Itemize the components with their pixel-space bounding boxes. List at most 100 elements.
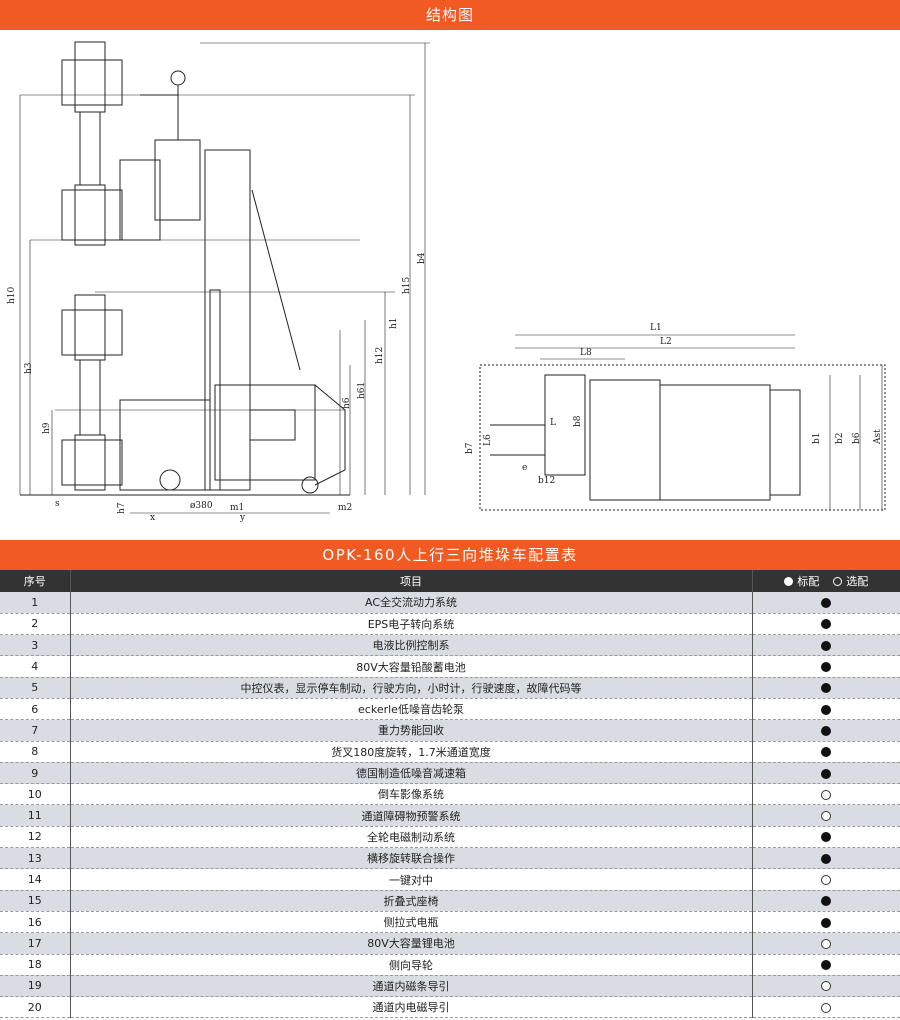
row-item: 倒车影像系统 <box>70 783 752 806</box>
svg-text:h7: h7 <box>117 502 127 514</box>
row-number: 14 <box>0 868 71 891</box>
row-config-status <box>751 762 900 785</box>
header-item: 项目 <box>70 570 752 592</box>
row-item: 通道障碍物预警系统 <box>70 804 752 827</box>
svg-text:h1: h1 <box>389 317 399 329</box>
legend-optional-label: 选配 <box>846 575 869 588</box>
svg-text:b8: b8 <box>573 415 583 427</box>
row-config-status <box>751 804 900 827</box>
row-number: 8 <box>0 741 71 763</box>
svg-text:L2: L2 <box>660 337 672 347</box>
svg-text:L: L <box>550 418 556 428</box>
config-table-header: 序号 项目 标配 选配 <box>0 570 900 592</box>
row-number: 19 <box>0 975 71 998</box>
row-config-status <box>751 868 900 891</box>
row-item: 德国制造低噪音减速箱 <box>70 762 752 785</box>
standard-dot-icon <box>821 917 832 928</box>
row-item: eckerle低噪音齿轮泵 <box>70 698 752 721</box>
row-number: 6 <box>0 698 71 721</box>
legend-standard: 标配 <box>784 573 819 589</box>
row-number: 7 <box>0 719 71 742</box>
optional-dot-icon <box>821 811 832 822</box>
svg-text:Ast: Ast <box>873 429 883 445</box>
standard-dot-icon <box>821 597 832 608</box>
row-item: 一键对中 <box>70 868 752 891</box>
svg-text:s: s <box>55 499 60 509</box>
svg-text:b4: b4 <box>417 252 427 264</box>
row-item: EPS电子转向系统 <box>70 613 752 636</box>
row-number: 16 <box>0 911 71 934</box>
filled-dot-icon <box>784 576 794 586</box>
row-number: 9 <box>0 762 71 785</box>
row-config-status <box>751 847 900 870</box>
standard-dot-icon <box>821 768 832 779</box>
standard-dot-icon <box>821 853 832 864</box>
standard-dot-icon <box>821 704 832 715</box>
svg-text:m1: m1 <box>230 503 244 513</box>
row-number: 1 <box>0 592 71 614</box>
row-number: 20 <box>0 996 71 1019</box>
row-number: 12 <box>0 826 71 849</box>
row-config-status <box>751 592 900 614</box>
row-config-status <box>751 996 900 1019</box>
row-number: 3 <box>0 634 71 657</box>
row-item: 货叉180度旋转，1.7米通道宽度 <box>70 741 752 763</box>
svg-text:L8: L8 <box>580 348 592 358</box>
row-config-status <box>751 826 900 849</box>
config-table-banner: OPK-160人上行三向堆垛车配置表 <box>0 540 900 570</box>
row-item: 80V大容量锂电池 <box>70 932 752 955</box>
row-item: 横移旋转联合操作 <box>70 847 752 870</box>
row-number: 11 <box>0 804 71 827</box>
standard-dot-icon <box>821 896 832 907</box>
svg-text:e: e <box>522 463 527 473</box>
row-config-status <box>751 932 900 955</box>
header-legend: 标配 选配 <box>751 570 900 592</box>
empty-dot-icon <box>833 576 843 586</box>
row-item: 中控仪表，显示停车制动，行驶方向，小时计，行驶速度，故障代码等 <box>70 677 752 699</box>
optional-dot-icon <box>821 789 832 800</box>
optional-dot-icon <box>821 981 832 992</box>
svg-text:h3: h3 <box>24 362 34 374</box>
row-number: 15 <box>0 890 71 912</box>
svg-text:b1: b1 <box>812 433 822 445</box>
row-config-status <box>751 911 900 934</box>
svg-text:b7: b7 <box>465 442 475 454</box>
svg-text:h10: h10 <box>7 286 17 304</box>
row-number: 17 <box>0 932 71 955</box>
standard-dot-icon <box>821 619 832 630</box>
svg-text:ø380: ø380 <box>190 501 213 511</box>
row-config-status <box>751 634 900 657</box>
row-item: 通道内电磁导引 <box>70 996 752 1019</box>
row-number: 4 <box>0 655 71 678</box>
row-config-status <box>751 741 900 763</box>
svg-text:x: x <box>150 513 155 523</box>
standard-dot-icon <box>821 683 832 694</box>
row-item: 侧向导轮 <box>70 954 752 976</box>
svg-text:h9: h9 <box>42 422 52 434</box>
svg-text:h61: h61 <box>357 382 367 399</box>
row-config-status <box>751 719 900 742</box>
svg-text:h6: h6 <box>342 397 352 409</box>
header-no: 序号 <box>0 570 71 592</box>
row-config-status <box>751 954 900 976</box>
optional-dot-icon <box>821 875 832 885</box>
legend-standard-label: 标配 <box>797 575 820 588</box>
